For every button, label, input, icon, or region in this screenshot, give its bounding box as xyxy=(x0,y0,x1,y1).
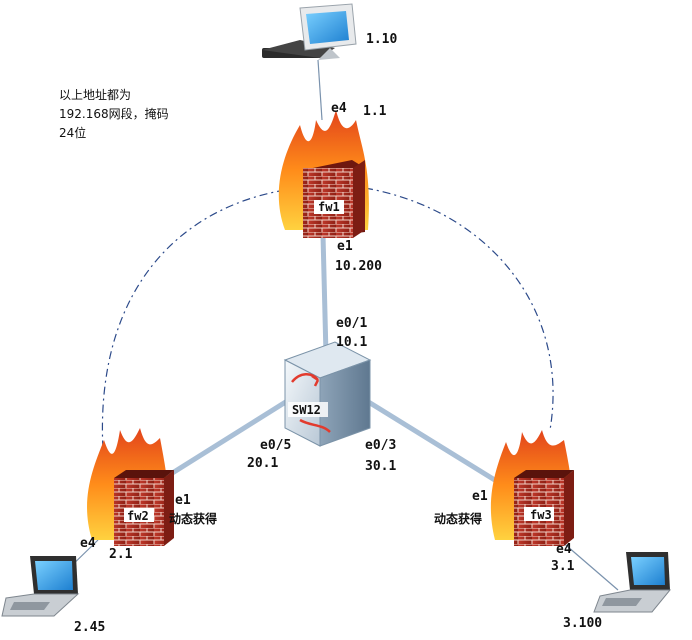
laptop-right-ip: 3.100 xyxy=(563,616,602,631)
desktop-pc-icon[interactable] xyxy=(262,3,357,60)
fw2-name: fw2 xyxy=(127,509,149,523)
sw12-p03-ip: 30.1 xyxy=(365,459,396,474)
fw3-e4-label: e4 xyxy=(556,542,572,557)
fw2-e1-mode: 动态获得 xyxy=(169,511,217,526)
link-fw1-sw12 xyxy=(320,234,329,356)
top-pc-ip: 1.10 xyxy=(366,32,397,47)
link-sw12-fw3 xyxy=(360,395,500,485)
fw3-e1-label: e1 xyxy=(472,489,488,504)
laptop-left-icon[interactable] xyxy=(1,556,80,617)
link-pc-fw1 xyxy=(317,59,323,121)
fw2-e1-label: e1 xyxy=(175,493,191,508)
laptop-left-ip: 2.45 xyxy=(74,620,105,635)
laptop-right-icon[interactable] xyxy=(593,552,672,613)
firewall-fw3-icon[interactable] xyxy=(490,430,574,546)
logical-link-fw1-fw2 xyxy=(101,189,286,451)
firewall-fw1-icon[interactable] xyxy=(278,110,369,238)
note-line-3: 24位 xyxy=(59,125,86,140)
fw3-name: fw3 xyxy=(530,508,552,522)
fw1-e1-label: e1 xyxy=(337,239,353,254)
fw2-e4-ip: 2.1 xyxy=(109,547,133,562)
firewall-fw2-icon[interactable] xyxy=(87,428,174,546)
sw12-p01-ip: 10.1 xyxy=(336,335,367,350)
link-fw3-laptop xyxy=(559,539,619,591)
note-line-1: 以上地址都为 xyxy=(59,88,131,102)
note-line-2: 192.168网段，掩码 xyxy=(59,106,169,121)
switch-sw12-icon[interactable] xyxy=(283,341,372,447)
link-sw12-fw2 xyxy=(156,395,294,485)
sw12-p01-label: e0/1 xyxy=(336,316,367,331)
sw12-p05-ip: 20.1 xyxy=(247,456,278,471)
sw12-name: SW12 xyxy=(292,403,321,417)
fw2-e4-label: e4 xyxy=(80,536,96,551)
sw12-p03-label: e0/3 xyxy=(365,438,396,453)
logical-link-fw1-fw3 xyxy=(364,187,554,431)
fw1-name: fw1 xyxy=(318,200,340,214)
fw1-e4-label: e4 xyxy=(331,101,347,116)
fw3-e1-mode: 动态获得 xyxy=(434,511,482,526)
sw12-p05-label: e0/5 xyxy=(260,438,291,453)
fw1-e1-ip: 10.200 xyxy=(335,259,382,274)
fw1-e4-ip: 1.1 xyxy=(363,104,387,119)
fw3-e4-ip: 3.1 xyxy=(551,559,575,574)
